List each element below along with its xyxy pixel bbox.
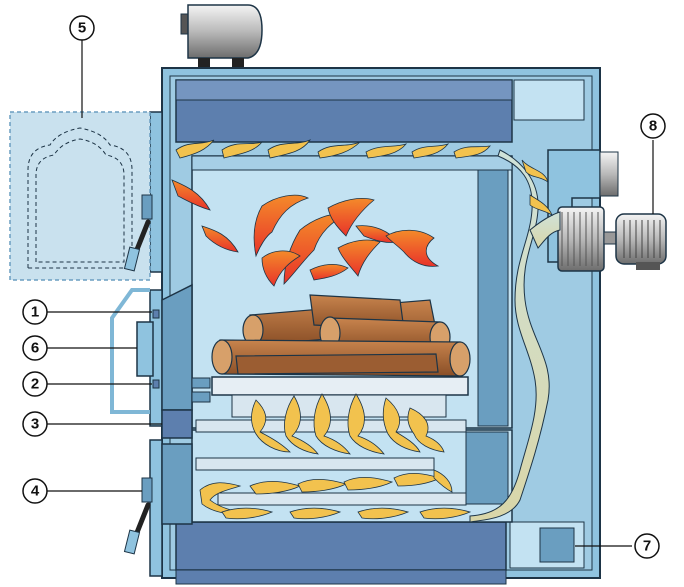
front-plate [149,111,211,577]
callout-8: 8 [640,113,666,139]
upper-door-handle [123,194,153,272]
grate [211,376,469,418]
flue-gas-flow [469,149,561,523]
callout-1: 1 [22,299,48,325]
lower-door-handle [123,477,153,555]
callout-3: 3 [22,411,48,437]
svg-text:1: 1 [31,304,39,321]
svg-text:5: 5 [78,20,86,37]
top-flames [175,139,491,159]
svg-text:2: 2 [31,376,39,393]
loading-door [9,111,151,281]
callout-6: 6 [22,335,48,361]
top-motor [180,4,263,68]
callout-5: 5 [69,15,95,41]
svg-text:4: 4 [31,483,40,500]
lower-flames [199,393,472,520]
callout-2: 2 [22,371,48,397]
callout-7: 7 [634,533,660,559]
svg-text:6: 6 [31,340,39,357]
ash-box [539,527,575,563]
svg-text:3: 3 [31,416,39,433]
flue-fan [547,149,667,272]
fire-flames [171,179,440,287]
firewood-logs [211,294,471,377]
svg-text:8: 8 [649,118,657,135]
air-regulator [110,288,160,414]
callout-4: 4 [22,478,48,504]
callout-lines [47,40,654,547]
svg-text:7: 7 [643,538,651,555]
lower-chamber [191,419,513,523]
